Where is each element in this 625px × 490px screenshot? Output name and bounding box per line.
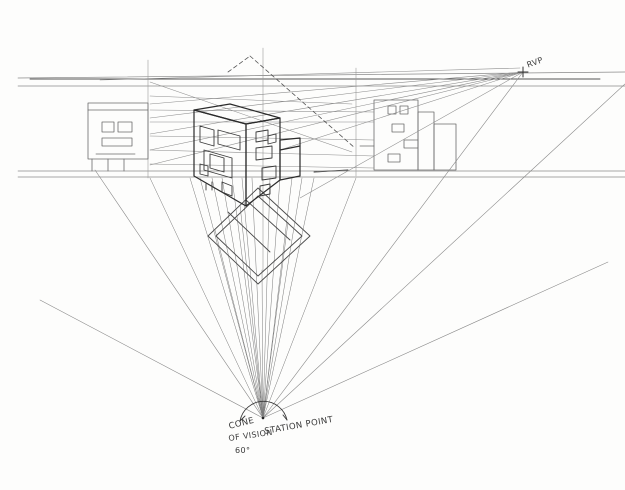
cone-angle-label: 60° xyxy=(235,446,251,455)
plan-view xyxy=(207,187,311,285)
vanishing-lines xyxy=(99,67,524,199)
station-point-arc xyxy=(239,400,288,422)
left-elevation xyxy=(87,102,149,172)
building-perspective xyxy=(193,103,301,207)
ground-lines xyxy=(17,71,625,178)
station-point-marker xyxy=(261,416,265,420)
rvp-marker xyxy=(517,66,529,78)
building-openings xyxy=(199,125,349,197)
ground-note-stroke xyxy=(316,169,347,173)
cone-of-vision-rays xyxy=(39,71,625,419)
dashed-construction xyxy=(227,55,356,149)
measuring-lines xyxy=(147,47,357,273)
right-elevation xyxy=(359,99,457,171)
projector-lines xyxy=(149,177,357,419)
